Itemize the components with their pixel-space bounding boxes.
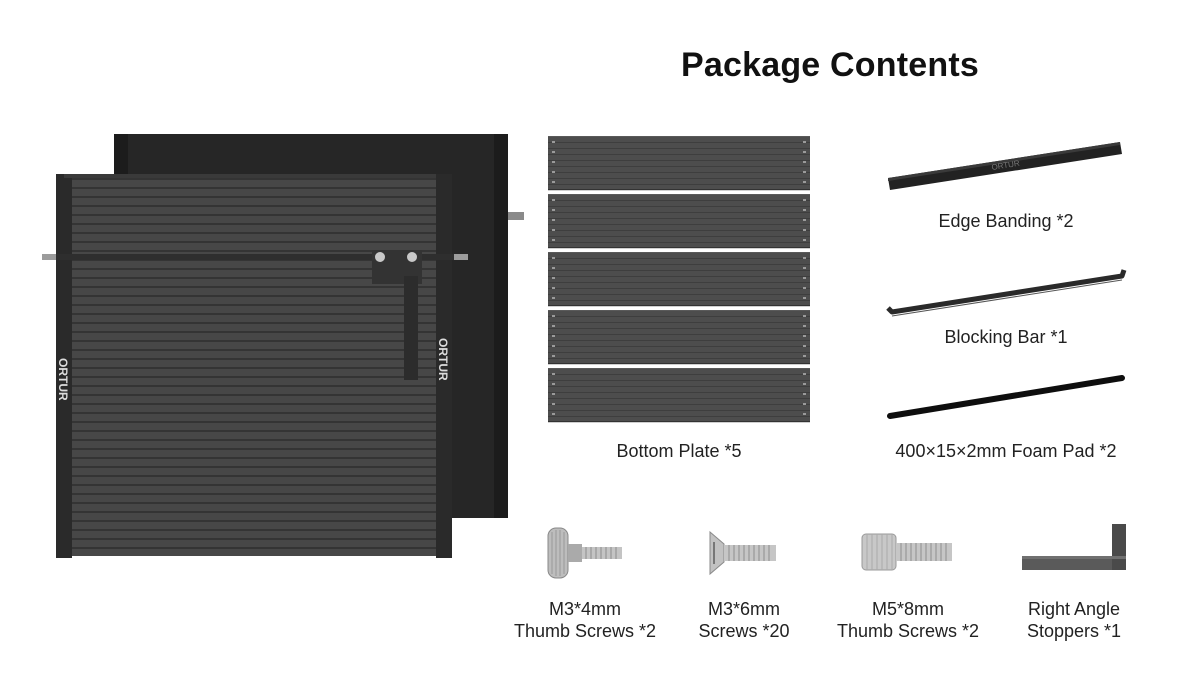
svg-text:ORTUR: ORTUR [436, 338, 450, 381]
svg-text:ORTUR: ORTUR [991, 159, 1021, 172]
thumb-screw-m3-4-label: M3*4mm Thumb Screws *2 [513, 599, 657, 641]
right-angle-stopper-label: Right Angle Stoppers *1 [1026, 599, 1122, 641]
front-panel [42, 174, 468, 558]
edge-banding-label: Edge Banding *2 [938, 211, 1074, 231]
bottom-plate-label: Bottom Plate *5 [616, 441, 742, 461]
bottom-plate-1 [548, 136, 810, 190]
ortur-logo-left: ORTUR [56, 358, 70, 401]
thumb-screw-m5-8-label: M5*8mm Thumb Screws *2 [836, 599, 980, 641]
blocking-bar-label: Blocking Bar *1 [944, 327, 1068, 347]
ortur-logo-right: ORTUR [436, 338, 450, 381]
foam-pad-image [887, 375, 1125, 419]
thumb-screw-m5-8-image [861, 533, 952, 571]
edge-banding-image: ORTUR [888, 142, 1122, 190]
page-title: Package Contents [681, 46, 979, 84]
bottom-plate-3 [548, 252, 810, 306]
blocking-bar-image [886, 269, 1127, 317]
foam-pad-label: 400×15×2mm Foam Pad *2 [895, 441, 1117, 461]
bottom-plate-5 [548, 368, 810, 422]
screw-m3-6-image [709, 530, 776, 576]
right-angle-stopper-image [1022, 524, 1126, 570]
thumb-screw-m3-4-image [547, 527, 622, 579]
bottom-plate-4 [548, 310, 810, 364]
svg-text:ORTUR: ORTUR [56, 358, 70, 401]
bottom-plate-2 [548, 194, 810, 248]
screw-m3-6-label: M3*6mm Screws *20 [698, 599, 790, 641]
enclosure-panels-image: ORTUR ORTUR [42, 134, 524, 558]
